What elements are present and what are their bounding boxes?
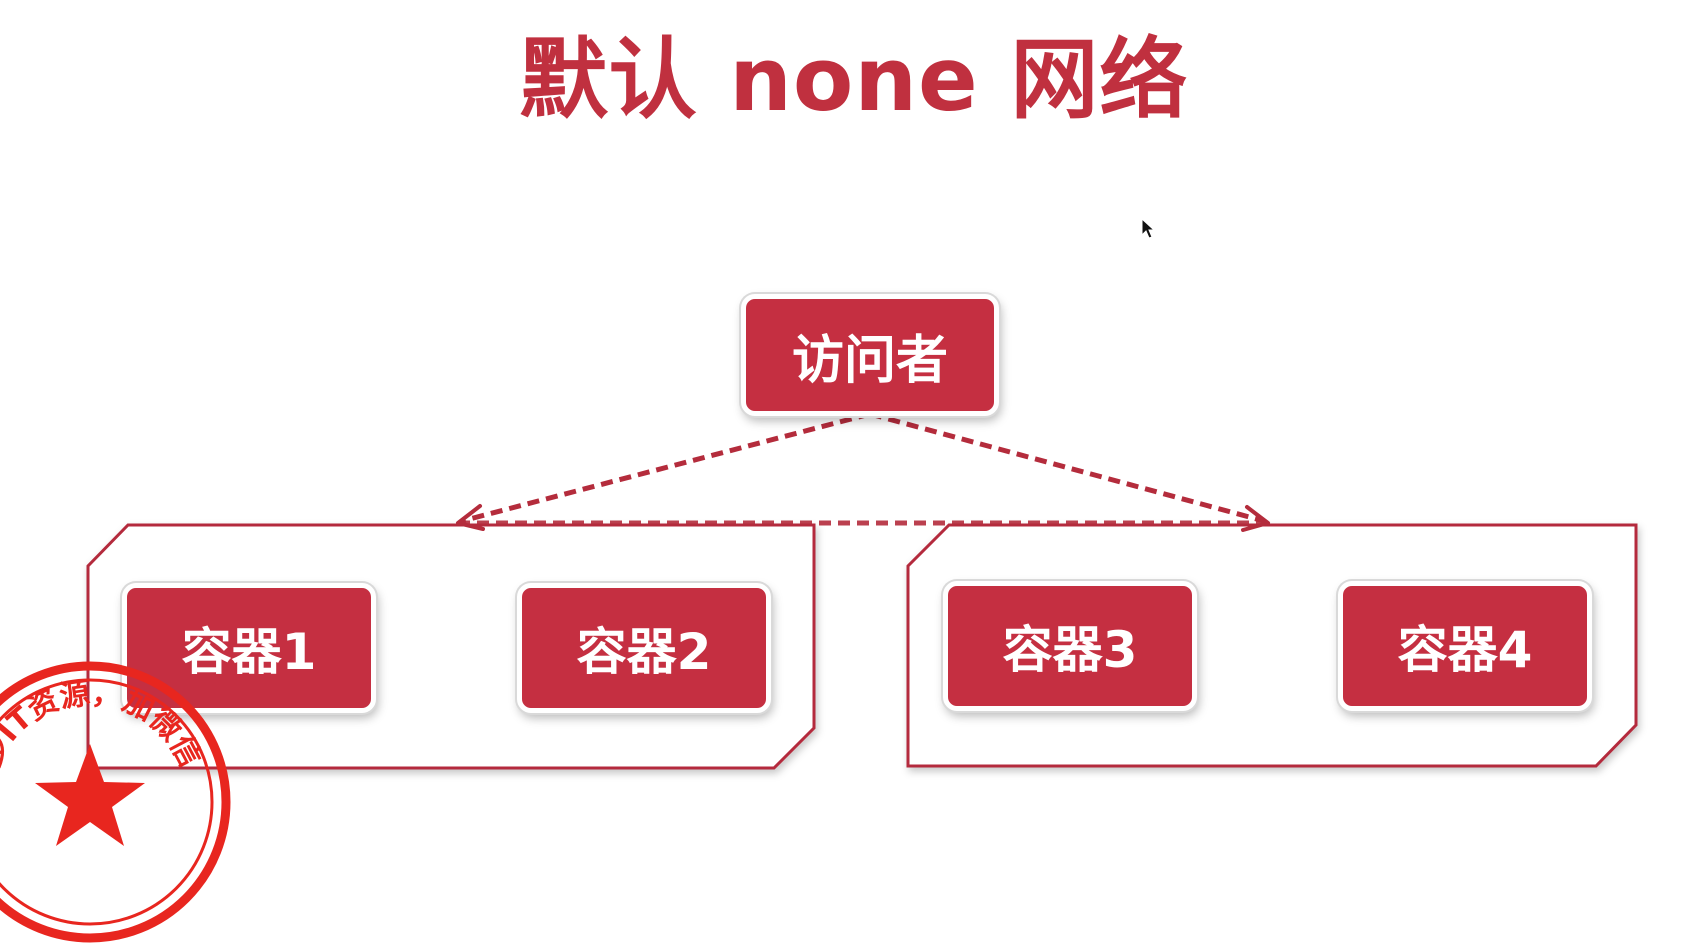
arrow-visitor-left <box>461 411 871 524</box>
watermark-stamp: 多IT资源，加微信 <box>0 661 231 943</box>
arrowhead-right <box>1241 505 1270 532</box>
visitor-node: 访问者 <box>741 294 999 416</box>
svg-text:多IT资源，加微信: 多IT资源，加微信 <box>0 676 207 773</box>
arrowhead-left <box>456 504 485 531</box>
arrow-visitor-right <box>869 411 1265 524</box>
mouse-pointer-icon <box>1141 218 1155 239</box>
diagram-title: 默认 none 网络 <box>519 28 1189 131</box>
container-node-2: 容器2 <box>517 583 771 713</box>
container-node-4: 容器4 <box>1338 581 1592 711</box>
container-node-3: 容器3 <box>943 581 1197 711</box>
star-icon <box>35 744 145 846</box>
